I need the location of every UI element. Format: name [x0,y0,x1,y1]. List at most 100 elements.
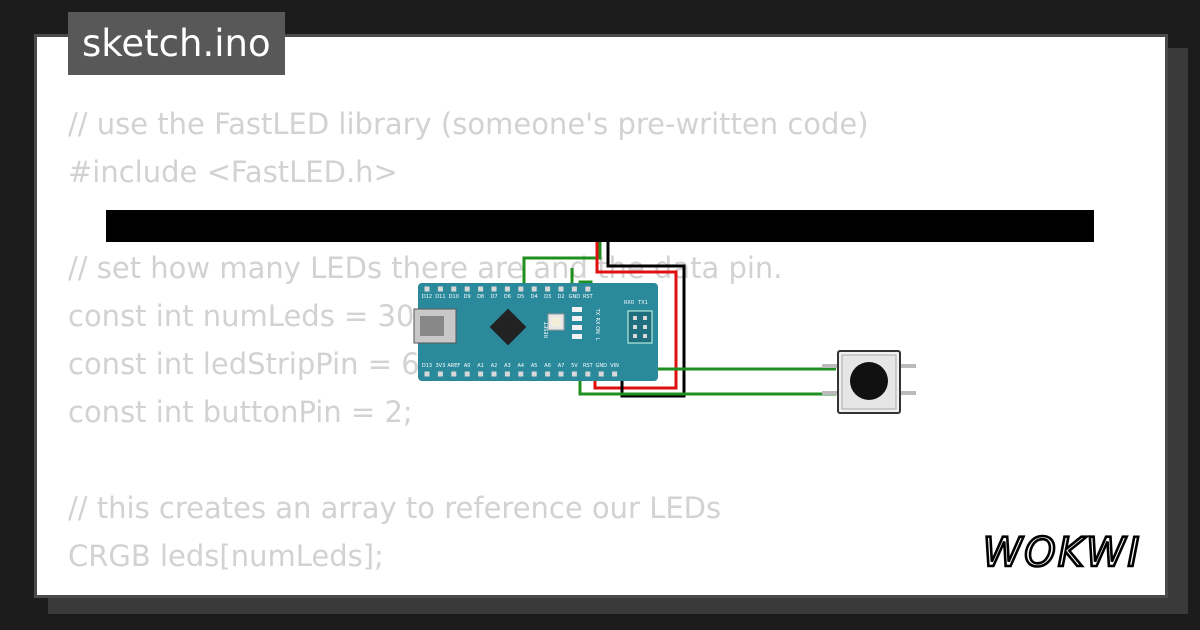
top-pin-label: D5 [517,294,524,300]
button-leg [898,391,916,395]
top-pin-label: D8 [477,294,484,300]
wire-power-red[interactable] [593,242,678,390]
button-leg [822,391,840,395]
bottom-pin-label: A3 [504,363,511,369]
code-line: CRGB leds[numLeds]; [68,539,384,573]
bottom-pin-label: A5 [531,363,538,369]
bottom-pin[interactable] [518,371,524,377]
bottom-pin[interactable] [571,371,577,377]
top-pin[interactable] [464,286,470,292]
button-cap[interactable] [850,362,888,400]
icsp-pin [633,325,637,329]
reset-label: RESET [544,321,550,338]
code-line: #include <FastLED.h> [68,155,398,189]
bottom-pin[interactable] [478,371,484,377]
bottom-pin[interactable] [558,371,564,377]
board-led-label: RX [594,318,600,325]
top-pin-label: D3 [544,294,551,300]
bottom-pin-label: A7 [558,363,565,369]
top-pin-label: TX1 [637,300,648,306]
top-pin[interactable] [437,286,443,292]
code-line: const int numLeds = 30; [68,299,425,333]
top-pin[interactable] [518,286,524,292]
filename-tab[interactable]: sketch.ino [68,12,285,75]
board-led [572,307,582,312]
bottom-pin[interactable] [598,371,604,377]
bottom-pin[interactable] [464,371,470,377]
top-pin[interactable] [491,286,497,292]
bottom-pin[interactable] [437,371,443,377]
wire-ground-black[interactable] [606,242,686,398]
icsp-pins [633,316,647,338]
wokwi-logo-text: WOKWI [983,530,1142,576]
board-pcb [418,283,658,381]
bottom-pin-label: A0 [464,363,471,369]
bottom-pin-label: A1 [477,363,484,369]
top-pin[interactable] [478,286,484,292]
bottom-pin-label: A4 [517,363,524,369]
code-line: // set how many LEDs there are and the d… [68,251,783,285]
bottom-pin-label: A6 [544,363,551,369]
top-pin-label: D2 [557,294,564,300]
board-led [572,325,582,330]
button-leg [822,364,840,368]
top-pin[interactable] [424,286,430,292]
wokwi-logo: WOKWI [981,529,1142,576]
code-line: // use the FastLED library (someone's pr… [68,107,869,141]
bottom-pin-label: AREF [447,363,460,369]
board-led-label: ON [594,326,600,334]
usb-port [420,316,444,336]
top-pin-label: RX0 [624,300,634,306]
board-led-label: TX [594,308,600,316]
reset-button-cap [551,317,561,327]
bottom-pin-label: A2 [491,363,498,369]
top-pin-label: D7 [490,294,497,300]
top-pin[interactable] [571,286,577,292]
top-pin-label: D11 [435,294,445,300]
bottom-pin[interactable] [491,371,497,377]
led-strip[interactable] [106,210,1094,242]
wire-data-green[interactable] [522,242,602,290]
icsp-pin [633,334,637,338]
board-led [572,334,582,339]
bottom-pin-label: GND [595,363,607,369]
icsp-pin [643,325,647,329]
top-pin-label: D12 [422,294,432,300]
top-pin[interactable] [558,286,564,292]
top-pin[interactable] [545,286,551,292]
button-leg [898,364,916,368]
top-pin-label: RST [583,294,594,300]
board-led-label: L [594,338,600,341]
top-pin[interactable] [451,286,457,292]
bottom-pin-label: VIN [610,363,619,369]
board-led [572,316,582,321]
bottom-pin-label: 3V3 [436,363,446,369]
top-pin-label: GND [569,294,581,300]
top-pin[interactable] [585,286,591,292]
bottom-pin[interactable] [545,371,551,377]
bottom-pin[interactable] [612,371,618,377]
bottom-pin[interactable] [504,371,510,377]
bottom-pin-label: 5V [571,363,578,369]
bottom-pin[interactable] [424,371,430,377]
bottom-pin[interactable] [451,371,457,377]
icsp-header [627,310,653,344]
icsp-pin [633,316,637,320]
code-line: // this creates an array to reference ou… [68,491,722,525]
bottom-pin[interactable] [585,371,591,377]
top-pin[interactable] [504,286,510,292]
pushbutton[interactable] [822,350,916,414]
top-pin-label: D9 [464,294,471,300]
icsp-pin [643,334,647,338]
bottom-pin[interactable] [531,371,537,377]
icsp-pin [643,316,647,320]
bottom-pin-label: D13 [422,363,432,369]
top-pin-label: D4 [531,294,538,300]
code-block: // use the FastLED library (someone's pr… [68,100,869,580]
top-pin[interactable] [531,286,537,292]
